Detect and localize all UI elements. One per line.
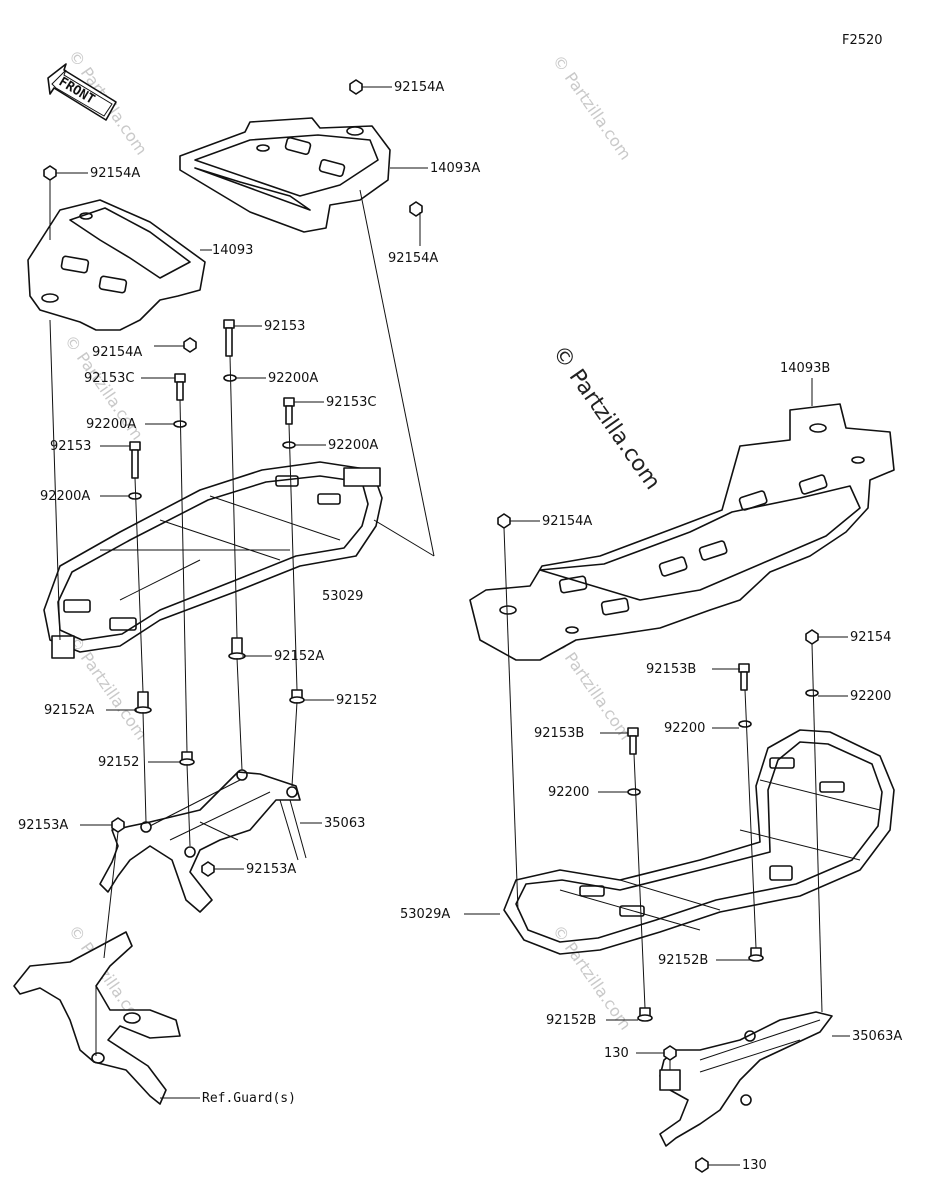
hardware xyxy=(43,79,819,1173)
collar-92152B-a xyxy=(748,947,764,962)
bolt-92154A-top xyxy=(349,79,363,95)
label-92154A-right: 92154A xyxy=(542,514,592,529)
bolt-92153-a xyxy=(223,319,235,357)
collar-92152-a xyxy=(289,689,305,704)
leader-lines xyxy=(49,86,850,1166)
label-92153-b: 92153 xyxy=(50,439,91,454)
bolt-92154A-right xyxy=(497,513,511,529)
label-92200A-c: 92200A xyxy=(328,438,378,453)
label-92153B-a: 92153B xyxy=(646,662,696,677)
label-92152-b: 92152 xyxy=(98,755,139,770)
bolt-92153C-b xyxy=(283,397,295,425)
bolt-92153-b xyxy=(129,441,141,479)
label-92154: 92154 xyxy=(850,630,891,645)
label-130-b: 130 xyxy=(742,1158,767,1173)
rear-cover-14093A xyxy=(179,117,391,233)
washer-92200A-d xyxy=(128,492,142,500)
label-35063A: 35063A xyxy=(852,1029,902,1044)
label-92154A-mid: 92154A xyxy=(388,251,438,266)
label-92200A-a: 92200A xyxy=(268,371,318,386)
label-92153C-a: 92153C xyxy=(84,371,134,386)
figure-code: F2520 xyxy=(842,33,883,48)
label-92200A-b: 92200A xyxy=(86,417,136,432)
label-92153-a: 92153 xyxy=(264,319,305,334)
label-14093: 14093 xyxy=(212,243,253,258)
bolt-92154A-lower xyxy=(183,337,197,353)
label-92152B-a: 92152B xyxy=(658,953,708,968)
label-35063: 35063 xyxy=(324,816,365,831)
bracket-35063 xyxy=(99,769,307,913)
label-92152B-b: 92152B xyxy=(546,1013,596,1028)
label-14093B: 14093B xyxy=(780,361,830,376)
bracket-35063A xyxy=(659,1011,833,1147)
label-92153B-b: 92153B xyxy=(534,726,584,741)
label-92154A-left: 92154A xyxy=(90,166,140,181)
label-92154A-top: 92154A xyxy=(394,80,444,95)
callout-labels: 92154A 14093A 92154A 92154A 14093 92154A… xyxy=(18,80,902,1173)
bolt-92154A-mid xyxy=(409,201,423,217)
bolt-130-a xyxy=(663,1045,677,1061)
label-92153A-a: 92153A xyxy=(18,818,68,833)
washer-92200-c xyxy=(627,788,641,796)
bolt-92154 xyxy=(805,629,819,645)
label-92200-c: 92200 xyxy=(548,785,589,800)
washer-92200-a xyxy=(805,689,819,697)
collar-92152-b xyxy=(179,751,195,766)
label-ref-guard: Ref.Guard(s) xyxy=(202,1091,296,1106)
watermark-1: © Partzilla.com xyxy=(549,51,635,163)
bolt-92154A-left xyxy=(43,165,57,181)
label-53029A: 53029A xyxy=(400,907,450,922)
label-92152-a: 92152 xyxy=(336,693,377,708)
bolt-92153A-a xyxy=(111,817,125,833)
carrier-frame-53029 xyxy=(43,461,383,659)
label-92153C-b: 92153C xyxy=(326,395,376,410)
label-92152A-b: 92152A xyxy=(44,703,94,718)
carrier-frame-53029A xyxy=(503,729,895,955)
label-92152A-a: 92152A xyxy=(274,649,324,664)
bolt-92153C-a xyxy=(174,373,186,401)
collar-92152A-b xyxy=(134,691,152,714)
front-cover-14093 xyxy=(27,199,206,331)
collar-92152A-a xyxy=(228,637,246,660)
collar-92152B-b xyxy=(637,1007,653,1022)
label-53029: 53029 xyxy=(322,589,363,604)
label-92153A-b: 92153A xyxy=(246,862,296,877)
label-92200-b: 92200 xyxy=(664,721,705,736)
label-92154A-lower: 92154A xyxy=(92,345,142,360)
bolt-92153A-b xyxy=(201,861,215,877)
bolt-92153B-b xyxy=(627,727,639,755)
guard-reference xyxy=(13,931,181,1105)
cover-14093B xyxy=(469,403,895,661)
bolt-130-b xyxy=(695,1157,709,1173)
label-92200-a: 92200 xyxy=(850,689,891,704)
label-14093A: 14093A xyxy=(430,161,480,176)
front-arrow-icon: FRONT xyxy=(47,63,117,121)
label-92200A-d: 92200A xyxy=(40,489,90,504)
watermark-large: © Partzilla.com xyxy=(547,341,665,494)
washer-92200A-c xyxy=(282,441,296,449)
label-130-a: 130 xyxy=(604,1046,629,1061)
washer-92200-b xyxy=(738,720,752,728)
bolt-92153B-a xyxy=(738,663,750,691)
